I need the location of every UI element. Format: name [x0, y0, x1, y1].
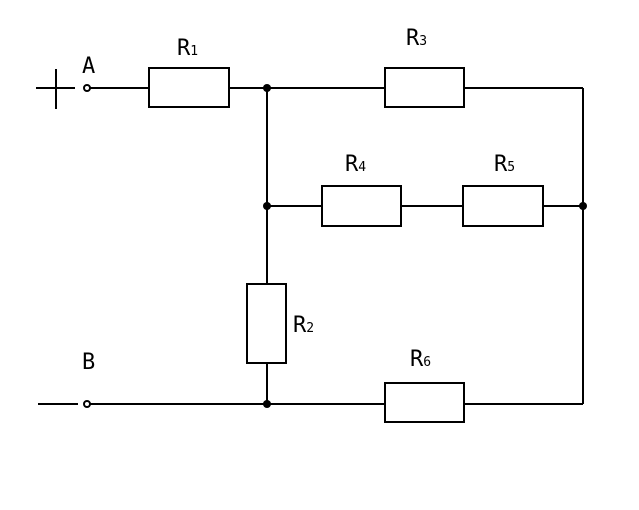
resistor-r3 — [384, 67, 465, 108]
resistor-r5-label: R5 — [494, 152, 515, 177]
plus-sign-icon — [36, 69, 75, 109]
junction-dot — [579, 202, 587, 210]
resistor-r2-label: R2 — [293, 313, 314, 338]
resistor-r4-label: R4 — [345, 152, 366, 177]
resistor-r2 — [246, 283, 287, 364]
terminal-a-circle — [83, 84, 91, 92]
resistor-r6 — [384, 382, 465, 423]
resistor-r5 — [462, 185, 544, 227]
resistor-r1-label: R1 — [177, 36, 198, 61]
junction-dot — [263, 84, 271, 92]
resistor-r4 — [321, 185, 402, 227]
terminal-b-circle — [83, 400, 91, 408]
terminal-b-label: B — [82, 350, 95, 375]
wires — [38, 87, 584, 405]
junction-dots — [263, 84, 587, 408]
resistor-r3-label: R3 — [406, 26, 427, 51]
junction-dot — [263, 400, 271, 408]
resistor-r1 — [148, 67, 230, 108]
junction-dot — [263, 202, 271, 210]
terminal-a-label: A — [82, 54, 95, 79]
resistor-r6-label: R6 — [410, 347, 431, 372]
